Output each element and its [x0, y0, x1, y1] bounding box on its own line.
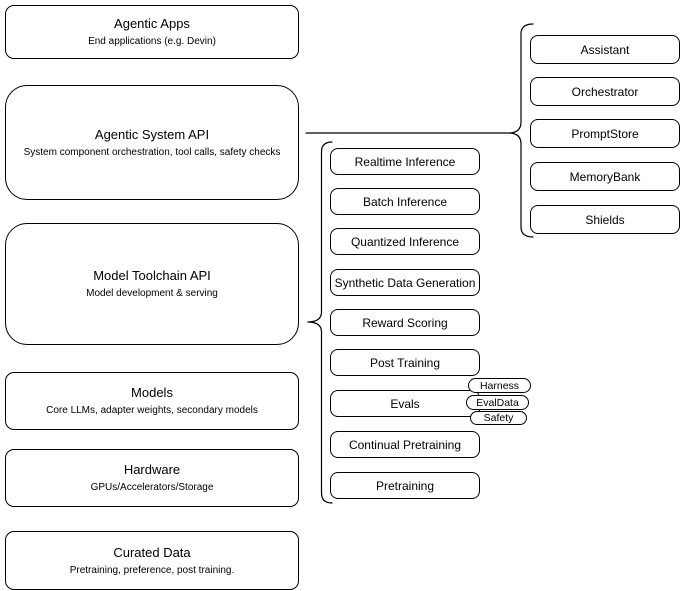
node-orchestrator: Orchestrator [530, 77, 680, 106]
node-post-training: Post Training [330, 349, 480, 376]
node-subtitle: GPUs/Accelerators/Storage [90, 482, 214, 493]
tag-evaldata: EvalData [466, 395, 529, 410]
node-subtitle: Model development & serving [86, 288, 218, 299]
node-agentic-apps: Agentic Apps End applications (e.g. Devi… [5, 5, 299, 59]
node-reward-scoring: Reward Scoring [330, 309, 480, 336]
node-subtitle: End applications (e.g. Devin) [88, 36, 216, 47]
node-subtitle: System component orchestration, tool cal… [23, 146, 281, 158]
node-evals: Evals [330, 390, 480, 417]
node-memorybank: MemoryBank [530, 162, 680, 191]
tag-harness: Harness [468, 378, 531, 393]
node-quantized-inference: Quantized Inference [330, 228, 480, 255]
node-curated-data: Curated Data Pretraining, preference, po… [5, 531, 299, 590]
tag-safety: Safety [470, 411, 527, 425]
node-title: Models [131, 385, 173, 400]
node-synthetic-data-generation: Synthetic Data Generation [330, 269, 480, 296]
node-title: Agentic System API [94, 126, 210, 142]
toolchain-brace [307, 141, 333, 504]
node-subtitle: Pretraining, preference, post training. [69, 564, 235, 576]
node-pretraining: Pretraining [330, 472, 480, 499]
node-models: Models Core LLMs, adapter weights, secon… [5, 372, 299, 430]
node-title: Curated Data [113, 544, 191, 560]
node-subtitle: Core LLMs, adapter weights, secondary mo… [46, 405, 258, 416]
node-title: Agentic Apps [114, 16, 190, 31]
node-agentic-system-api: Agentic System API System component orch… [5, 85, 299, 200]
node-batch-inference: Batch Inference [330, 188, 480, 215]
node-title: Model Toolchain API [93, 268, 211, 283]
node-hardware: Hardware GPUs/Accelerators/Storage [5, 449, 299, 507]
node-model-toolchain-api: Model Toolchain API Model development & … [5, 223, 299, 345]
node-realtime-inference: Realtime Inference [330, 148, 480, 175]
node-title: Hardware [123, 462, 181, 477]
node-shields: Shields [530, 205, 680, 234]
node-assistant: Assistant [530, 35, 680, 64]
node-promptstore: PromptStore [530, 119, 680, 148]
node-continual-pretraining: Continual Pretraining [330, 431, 480, 458]
